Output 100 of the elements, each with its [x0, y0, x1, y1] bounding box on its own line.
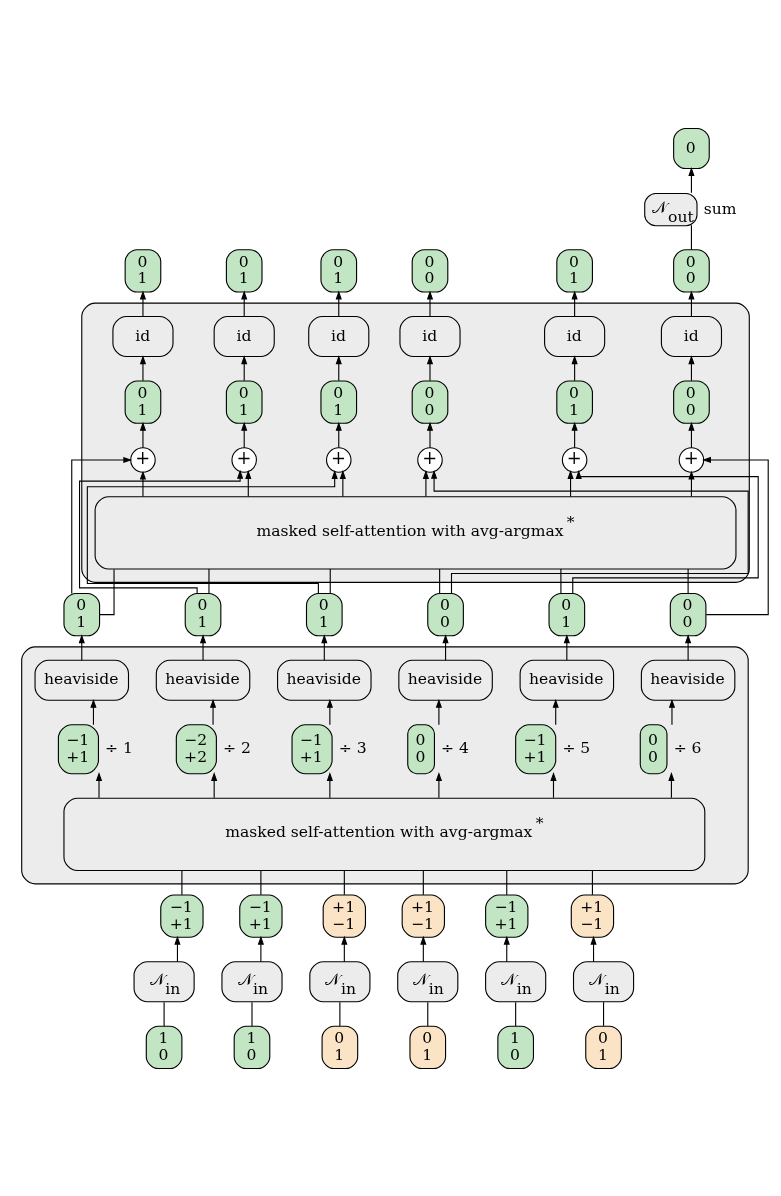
node-label: ÷ 1 [105, 738, 134, 757]
node-box: +1 −1 [570, 893, 615, 938]
node-circle: + [130, 446, 156, 473]
node-box: 0 1 [585, 1025, 622, 1069]
arrow [435, 698, 442, 725]
connector [427, 1001, 429, 1026]
connector [591, 869, 593, 895]
arrow [567, 469, 574, 497]
node-box: heaviside [519, 659, 615, 701]
arrow [139, 354, 147, 381]
node-box: −1 +1 [239, 893, 283, 938]
connector [687, 568, 689, 594]
node-label: sum [703, 199, 737, 218]
connector [515, 1001, 517, 1026]
node-box: 1 0 [145, 1025, 183, 1069]
connector [560, 568, 562, 594]
node-circle: + [231, 446, 257, 473]
arrow [572, 469, 759, 594]
node-box: 0 1 [124, 379, 162, 424]
arrow [426, 421, 434, 448]
arrow [426, 289, 434, 317]
connector [690, 224, 692, 250]
connector [343, 869, 345, 895]
node-box: 1 0 [233, 1025, 271, 1069]
node-box: 0 1 [320, 248, 358, 293]
arrow [139, 470, 147, 497]
node-label: ÷ 5 [562, 738, 591, 757]
node-box: 0 1 [556, 248, 593, 293]
node-box: 0 1 [556, 379, 593, 424]
arrow [685, 633, 692, 661]
arrow [95, 771, 103, 798]
node-box: 0 0 [427, 592, 464, 636]
node-box: heaviside [640, 659, 736, 701]
arrow [668, 698, 676, 725]
node-label: ÷ 3 [338, 738, 367, 757]
connector [208, 568, 210, 594]
arrow [139, 289, 147, 317]
node-label: ÷ 6 [673, 738, 702, 757]
arrow [702, 456, 769, 615]
node-box: heaviside [34, 659, 130, 701]
node-box: 0 1 [548, 592, 586, 636]
connector [439, 568, 441, 594]
connector [260, 869, 262, 895]
arrow [326, 698, 333, 725]
arrow [435, 771, 442, 798]
node-box: 0 1 [225, 248, 263, 293]
node-box: id [308, 315, 370, 357]
node-box: 0 0 [411, 379, 449, 424]
arrow [339, 469, 346, 497]
node-box: 0 1 [184, 592, 222, 636]
node-circle: + [417, 446, 443, 473]
arrow [71, 456, 133, 594]
node-label: ÷ 4 [441, 738, 470, 757]
node-box: 0 1 [225, 379, 263, 424]
arrow [245, 469, 252, 497]
node-box: 0 1 [320, 379, 358, 424]
node-box: 0 1 [124, 248, 162, 293]
connector [251, 1001, 253, 1026]
node-circle: + [561, 446, 588, 473]
arrow [426, 354, 434, 381]
cluster [21, 645, 749, 884]
node-box: id [544, 315, 606, 357]
arrow [209, 698, 217, 725]
node-box: 0 0 [673, 379, 710, 424]
node-box: 0 0 [669, 592, 707, 636]
connector [506, 869, 508, 895]
node-box: 0 0 [411, 248, 449, 293]
arrow [199, 633, 207, 661]
arrow [86, 469, 338, 594]
connector [163, 1001, 165, 1026]
node-box: +1 −1 [322, 893, 367, 938]
node-box: heaviside [398, 659, 493, 701]
node-box: heaviside [277, 659, 372, 701]
arrow [257, 935, 264, 962]
connector [339, 1001, 341, 1026]
connector [329, 568, 331, 594]
node-box: 0 1 [63, 592, 101, 636]
node-box: +1 −1 [401, 893, 445, 938]
arrow [139, 421, 147, 448]
node-box: 1 0 [497, 1025, 534, 1069]
node-box: −1 +1 [485, 893, 529, 938]
node-box: heaviside [155, 659, 251, 701]
arrow [422, 469, 430, 497]
arrow [430, 469, 749, 594]
node-circle: + [325, 446, 352, 473]
node-box: id [112, 315, 174, 357]
connector [181, 869, 183, 895]
node-box: 0 1 [321, 1025, 359, 1069]
node-box: id [213, 315, 275, 357]
connector [422, 869, 424, 895]
arrow [79, 469, 244, 594]
node-box: 0 1 [305, 592, 343, 636]
node-box: id [399, 315, 461, 357]
node-box: id [660, 315, 723, 357]
connector [603, 1001, 605, 1026]
node-circle: + [678, 446, 705, 473]
node-box: 0 [673, 127, 710, 169]
node-box: 0 0 [673, 248, 710, 293]
node-box: 0 1 [409, 1025, 447, 1069]
node-label: ÷ 2 [223, 738, 251, 757]
